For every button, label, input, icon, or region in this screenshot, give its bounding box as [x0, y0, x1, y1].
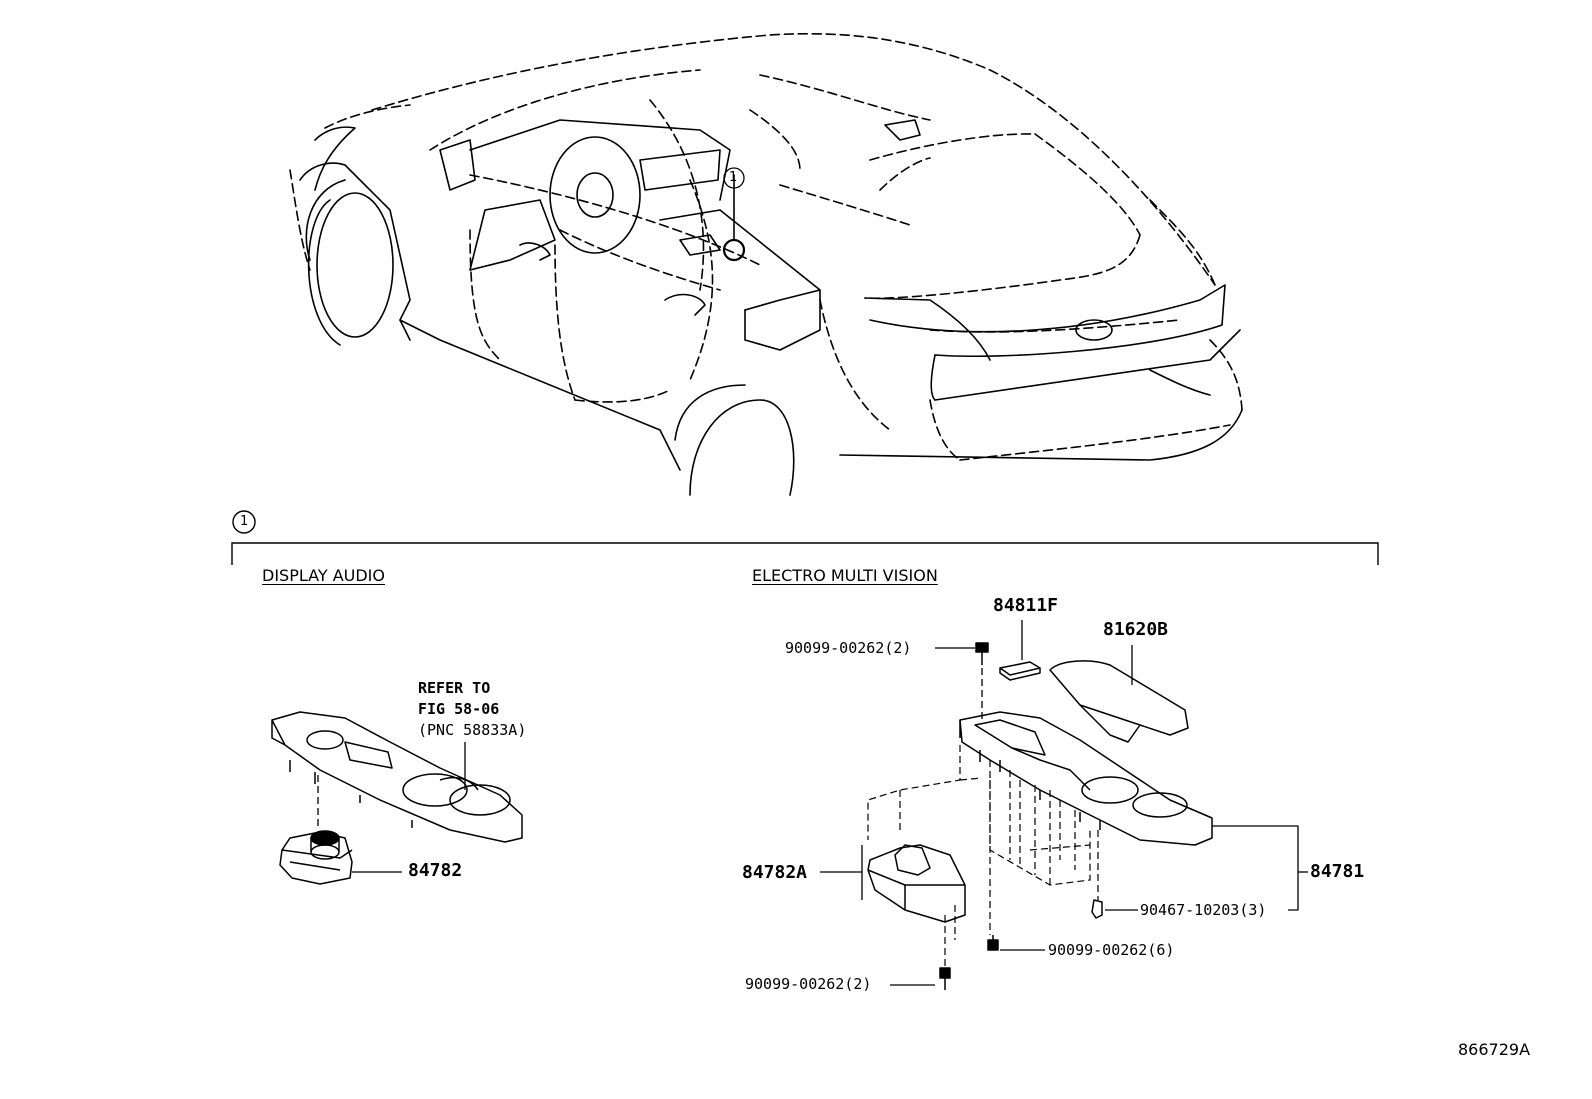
screw-mid-label: 90099-00262(6)	[1048, 941, 1175, 959]
refer-line-3: (PNC 58833A)	[418, 721, 527, 739]
part-81620B-label: 81620B	[1103, 619, 1169, 640]
electro-multi-vision-heading: ELECTRO MULTI VISION	[752, 566, 938, 585]
diagram-id: 866729A	[1458, 1040, 1531, 1059]
part-84782-label: 84782	[408, 860, 463, 881]
part-84782A-label: 84782A	[742, 862, 808, 883]
part-84811F-label: 84811F	[993, 595, 1059, 616]
refer-line-2: FIG 58-06	[418, 700, 500, 718]
screw-bottom-label: 90099-00262(2)	[745, 975, 872, 993]
refer-line-1: REFER TO	[418, 679, 491, 697]
section-callout-number: 1	[240, 514, 249, 529]
screw-top-label: 90099-00262(2)	[785, 639, 912, 657]
clip-label: 90467-10203(3)	[1140, 901, 1267, 919]
part-84781-label: 84781	[1310, 861, 1365, 882]
display-audio-heading: DISPLAY AUDIO	[262, 566, 385, 585]
car-callout-number: 1	[729, 170, 738, 185]
